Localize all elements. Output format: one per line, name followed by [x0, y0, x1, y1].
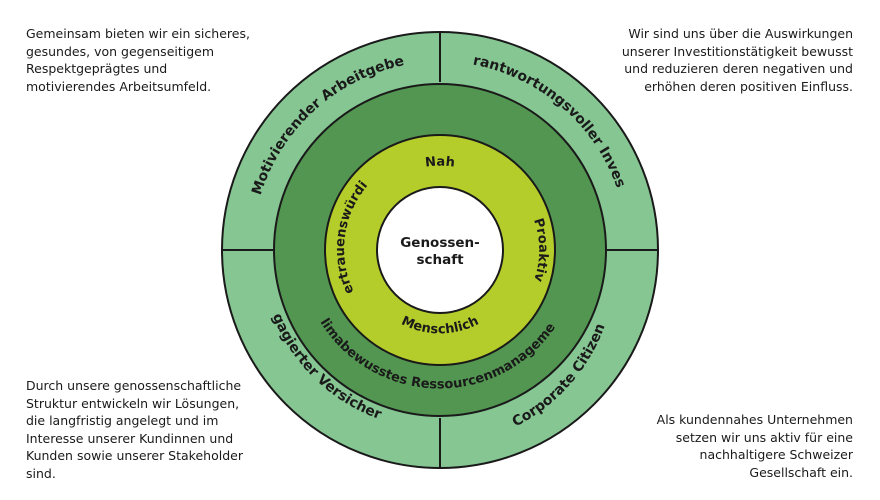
description-top-left: Gemeinsam bieten wir ein sicheres, gesun…	[26, 26, 250, 94]
description-bottom-right: Als kundennahes Unternehmen setzen wir u…	[656, 412, 853, 480]
center-label-line1: Genossen-	[400, 235, 480, 251]
description-top-right: Wir sind uns über die Auswirkungen unser…	[621, 26, 853, 94]
description-bottom-left: Durch unsere genossenschaftliche Struktu…	[26, 378, 243, 481]
center-label-line2: schaft	[416, 252, 464, 268]
inner-label-top: Nah	[424, 155, 455, 171]
inner-label-right: Proaktiv	[530, 217, 550, 284]
inner-label-bottom: Menschlich	[399, 314, 481, 338]
center-circle	[376, 186, 504, 314]
